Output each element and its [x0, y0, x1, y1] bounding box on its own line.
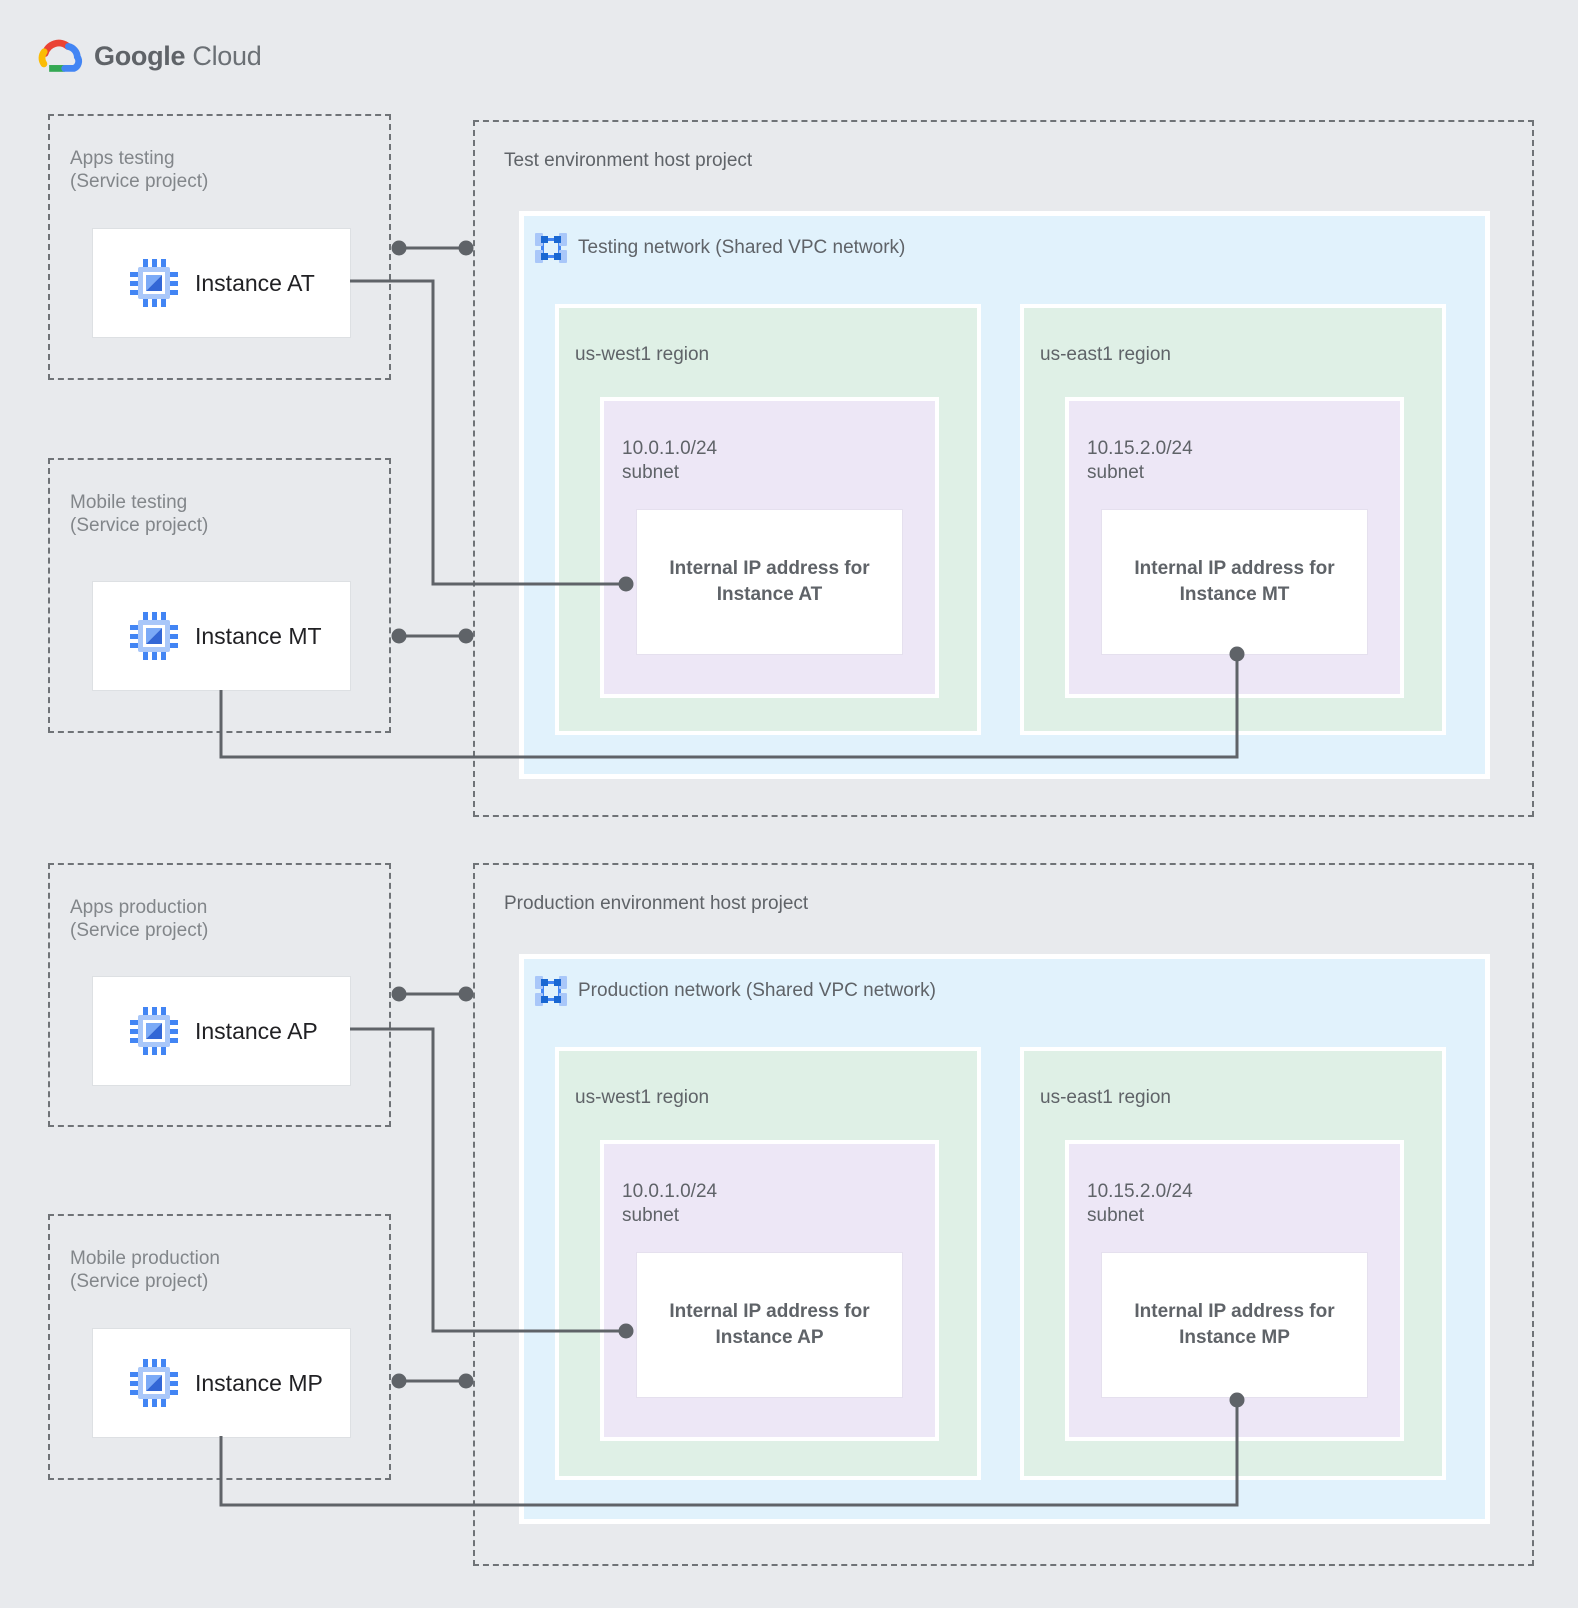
- internal-ip-box-instance-mt: Internal IP address for Instance MT: [1102, 510, 1367, 654]
- logo-brand-text: Google: [94, 40, 186, 71]
- subnet-10-0-1-0-test: 10.0.1.0/24 subnet Internal IP address f…: [600, 397, 939, 698]
- subnet-word: subnet: [1087, 1205, 1145, 1226]
- internal-ip-instance: Instance MT: [1179, 584, 1290, 605]
- host-project-title: Test environment host project: [504, 150, 753, 171]
- subnet-label: 10.0.1.0/24 subnet: [622, 1180, 717, 1228]
- region-label: us-west1 region: [575, 344, 710, 365]
- vpc-network-icon: [531, 971, 571, 1011]
- host-project-production: Production environment host project Prod…: [473, 863, 1534, 1566]
- service-project-label: Mobile production (Service project): [70, 1247, 220, 1293]
- google-cloud-logo: Google Cloud: [36, 36, 262, 76]
- google-cloud-logo-icon: [36, 36, 84, 76]
- instance-mt-box: Instance MT: [92, 581, 351, 691]
- service-project-apps-production: Apps production (Service project) Instan…: [48, 863, 391, 1127]
- internal-ip-text: Internal IP address for: [669, 1301, 870, 1322]
- subnet-10-15-2-0-test: 10.15.2.0/24 subnet Internal IP address …: [1065, 397, 1404, 698]
- logo-product-text: Cloud: [192, 40, 262, 71]
- internal-ip-text: Internal IP address for: [1134, 558, 1335, 579]
- subnet-word: subnet: [622, 462, 680, 483]
- subnet-cidr: 10.15.2.0/24: [1087, 1181, 1193, 1202]
- subnet-10-0-1-0-production: 10.0.1.0/24 subnet Internal IP address f…: [600, 1140, 939, 1441]
- compute-instance-icon: [126, 1355, 182, 1411]
- service-project-label: Mobile testing (Service project): [70, 491, 208, 537]
- subnet-10-15-2-0-production: 10.15.2.0/24 subnet Internal IP address …: [1065, 1140, 1404, 1441]
- internal-ip-instance: Instance AP: [715, 1327, 824, 1348]
- subnet-word: subnet: [622, 1205, 680, 1226]
- service-project-name: Apps production: [70, 897, 208, 918]
- instance-label: Instance MP: [195, 1369, 323, 1396]
- network-label: Production network (Shared VPC network): [578, 980, 936, 1001]
- service-project-label: Apps production (Service project): [70, 896, 208, 942]
- service-project-name: Mobile testing: [70, 492, 188, 513]
- service-project-label: Apps testing (Service project): [70, 147, 208, 193]
- internal-ip-box-instance-mp: Internal IP address for Instance MP: [1102, 1253, 1367, 1397]
- service-project-sublabel: (Service project): [70, 1271, 209, 1292]
- service-project-sublabel: (Service project): [70, 920, 209, 941]
- host-project-title: Production environment host project: [504, 893, 809, 914]
- region-us-east1-test: us-east1 region 10.15.2.0/24 subnet Inte…: [1020, 304, 1446, 735]
- subnet-cidr: 10.0.1.0/24: [622, 438, 718, 459]
- service-project-name: Mobile production: [70, 1248, 220, 1269]
- internal-ip-box-instance-at: Internal IP address for Instance AT: [637, 510, 902, 654]
- instance-label: Instance AT: [195, 269, 315, 296]
- region-us-east1-production: us-east1 region 10.15.2.0/24 subnet Inte…: [1020, 1047, 1446, 1480]
- region-label: us-west1 region: [575, 1087, 710, 1108]
- compute-instance-icon: [126, 255, 182, 311]
- vpc-network-icon: [531, 228, 571, 268]
- service-project-mobile-testing: Mobile testing (Service project) Instanc…: [48, 458, 391, 733]
- connector-apps-production-host-production: [391, 986, 474, 1002]
- region-us-west1-production: us-west1 region 10.0.1.0/24 subnet Inter…: [555, 1047, 981, 1480]
- instance-label: Instance MT: [195, 622, 322, 649]
- internal-ip-box-instance-ap: Internal IP address for Instance AP: [637, 1253, 902, 1397]
- connector-mobile-production-host-production: [391, 1373, 474, 1389]
- subnet-label: 10.15.2.0/24 subnet: [1087, 1180, 1193, 1228]
- google-cloud-wordmark: Google Cloud: [94, 40, 262, 72]
- instance-ap-box: Instance AP: [92, 976, 351, 1086]
- instance-mp-box: Instance MP: [92, 1328, 351, 1438]
- internal-ip-instance: Instance MP: [1179, 1327, 1290, 1348]
- service-project-sublabel: (Service project): [70, 515, 209, 536]
- connector-apps-testing-host-test: [391, 240, 474, 256]
- subnet-word: subnet: [1087, 462, 1145, 483]
- region-us-west1-test: us-west1 region 10.0.1.0/24 subnet Inter…: [555, 304, 981, 735]
- internal-ip-text: Internal IP address for: [1134, 1301, 1335, 1322]
- instance-label: Instance AP: [195, 1017, 318, 1044]
- production-network-box: Production network (Shared VPC network) …: [519, 954, 1490, 1524]
- service-project-name: Apps testing: [70, 148, 175, 169]
- instance-at-box: Instance AT: [92, 228, 351, 338]
- region-label: us-east1 region: [1040, 1087, 1171, 1108]
- compute-instance-icon: [126, 608, 182, 664]
- service-project-apps-testing: Apps testing (Service project) Instance …: [48, 114, 391, 380]
- compute-instance-icon: [126, 1003, 182, 1059]
- network-label: Testing network (Shared VPC network): [578, 237, 906, 258]
- internal-ip-instance: Instance AT: [716, 584, 823, 605]
- service-project-sublabel: (Service project): [70, 171, 209, 192]
- subnet-label: 10.15.2.0/24 subnet: [1087, 437, 1193, 485]
- region-label: us-east1 region: [1040, 344, 1171, 365]
- connector-mobile-testing-host-test: [391, 628, 474, 644]
- subnet-cidr: 10.0.1.0/24: [622, 1181, 718, 1202]
- subnet-label: 10.0.1.0/24 subnet: [622, 437, 717, 485]
- subnet-cidr: 10.15.2.0/24: [1087, 438, 1193, 459]
- internal-ip-text: Internal IP address for: [669, 558, 870, 579]
- host-project-test: Test environment host project Testing ne…: [473, 120, 1534, 817]
- testing-network-box: Testing network (Shared VPC network) us-…: [519, 211, 1490, 779]
- service-project-mobile-production: Mobile production (Service project) Inst…: [48, 1214, 391, 1480]
